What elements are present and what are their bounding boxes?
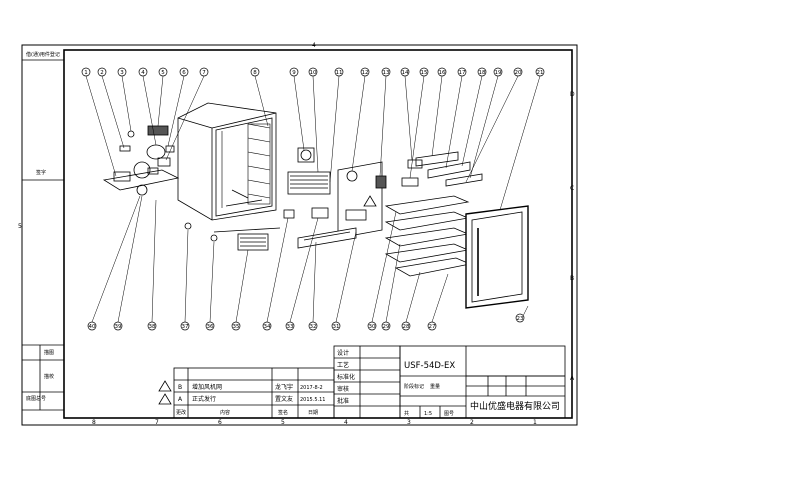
revision-markers xyxy=(158,380,172,405)
zone-col-1: 1 xyxy=(533,419,537,426)
front-vent-grille xyxy=(297,227,357,249)
revision-header-content: 内容 xyxy=(220,409,230,416)
callout-36: 36 xyxy=(207,324,214,330)
callout-30: 30 xyxy=(369,324,376,330)
condenser-fan xyxy=(283,147,331,219)
approval-design: 设计 xyxy=(337,349,349,357)
callout-6: 6 xyxy=(182,70,186,76)
left-label-top: 借(通)用件登记 xyxy=(26,51,60,58)
zone-col-4: 4 xyxy=(344,419,348,426)
zone-col-5: 5 xyxy=(281,419,285,426)
cabinet-body xyxy=(177,102,277,221)
callout-12: 12 xyxy=(362,70,369,76)
callouts-bottom: 40 39 38 37 36 35 34 33 32 31 30 29 28 2… xyxy=(87,313,525,331)
revision-b-mark: B xyxy=(178,384,182,391)
leader-lines-bottom xyxy=(91,195,529,323)
callout-5: 5 xyxy=(161,70,165,76)
zone-left: 5 xyxy=(18,223,22,230)
callouts-top: 1 2 3 4 5 6 7 8 9 10 11 12 13 14 15 16 1… xyxy=(81,67,545,77)
callout-9: 9 xyxy=(292,70,296,76)
callout-33: 33 xyxy=(287,324,294,330)
callout-38: 38 xyxy=(149,324,156,330)
callout-34: 34 xyxy=(264,324,271,330)
company-name: 中山优盛电器有限公司 xyxy=(470,400,560,412)
control-parts xyxy=(401,151,483,187)
leader-lines-top xyxy=(85,75,541,211)
callout-31: 31 xyxy=(333,324,340,330)
callout-27: 27 xyxy=(429,324,436,330)
callout-28: 28 xyxy=(403,324,410,330)
approval-approve: 批准 xyxy=(337,397,349,405)
title-block-stage: 阶段标记 xyxy=(404,383,424,390)
left-label-check: 描校 xyxy=(44,373,54,380)
callout-23: 23 xyxy=(517,316,524,322)
callout-32: 32 xyxy=(310,324,317,330)
zone-row-d: D xyxy=(570,91,575,98)
revision-header-mark: 更改 xyxy=(176,409,186,416)
rear-control-panel xyxy=(337,161,387,239)
callout-21: 21 xyxy=(537,70,544,76)
revision-a-mark: A xyxy=(178,396,183,403)
callout-3: 3 xyxy=(120,70,124,76)
callout-2: 2 xyxy=(100,70,104,76)
revision-a-signer: 置文友 xyxy=(275,395,293,403)
callout-15: 15 xyxy=(421,70,428,76)
revision-a-date: 2015.5.11 xyxy=(300,397,325,403)
zone-col-6: 6 xyxy=(218,419,222,426)
callout-10: 10 xyxy=(310,70,317,76)
zone-col-8: 8 xyxy=(92,419,96,426)
revision-header-date: 日期 xyxy=(308,410,318,416)
callout-19: 19 xyxy=(495,70,502,76)
zone-col-2: 2 xyxy=(470,419,474,426)
callout-11: 11 xyxy=(336,70,343,76)
left-label-column xyxy=(22,59,64,411)
zone-top: 4 xyxy=(312,42,316,49)
callout-39: 39 xyxy=(115,324,122,330)
drawing-number-label: 图号 xyxy=(444,411,454,417)
zone-row-b: B xyxy=(570,275,574,282)
evaporator-coil xyxy=(213,227,281,251)
callout-17: 17 xyxy=(459,70,466,76)
callout-14: 14 xyxy=(402,70,409,76)
callout-18: 18 xyxy=(479,70,486,76)
revision-b-content: 增加风机网 xyxy=(192,383,222,391)
scale-label: 1:5 xyxy=(424,411,432,417)
zone-col-3: 3 xyxy=(407,419,411,426)
callout-13: 13 xyxy=(383,70,390,76)
title-block-weight: 重量 xyxy=(430,383,440,390)
callout-1: 1 xyxy=(84,70,88,76)
revision-a-content: 正式发行 xyxy=(192,395,216,403)
title-block xyxy=(173,345,566,419)
left-label-sign: 签字 xyxy=(36,169,46,176)
callout-7: 7 xyxy=(202,70,206,76)
zone-row-a: A xyxy=(570,375,575,382)
approval-process: 工艺 xyxy=(337,361,349,369)
callout-4: 4 xyxy=(141,70,145,76)
compressor-parts xyxy=(119,125,175,167)
revision-b-signer: 龙飞宇 xyxy=(275,383,293,391)
zone-col-7: 7 xyxy=(155,419,159,426)
glass-door xyxy=(465,205,529,309)
callout-8: 8 xyxy=(253,70,257,76)
wine-shelves xyxy=(384,195,472,277)
compressor-base-plate xyxy=(102,161,180,196)
zone-markers: 4 5 D C B A 8 7 6 5 4 3 2 1 xyxy=(18,42,575,426)
callout-37: 37 xyxy=(182,324,189,330)
callout-40: 40 xyxy=(89,324,96,330)
approval-standard: 标准化 xyxy=(337,373,355,381)
leveling-feet xyxy=(184,222,218,242)
approval-review: 审核 xyxy=(337,385,349,393)
left-label-trace: 描图 xyxy=(44,349,54,356)
revision-b-date: 2017-8-2 xyxy=(300,385,323,391)
zone-row-c: C xyxy=(570,185,574,192)
left-label-base: 底图总号 xyxy=(26,395,46,402)
sheets-label: 共 xyxy=(404,410,409,417)
callout-20: 20 xyxy=(515,70,522,76)
revision-header-signer: 签名 xyxy=(278,409,288,416)
callout-16: 16 xyxy=(439,70,446,76)
callout-35: 35 xyxy=(233,324,240,330)
callout-29: 29 xyxy=(383,324,390,330)
model-number: USF-54D-EX xyxy=(404,361,455,371)
